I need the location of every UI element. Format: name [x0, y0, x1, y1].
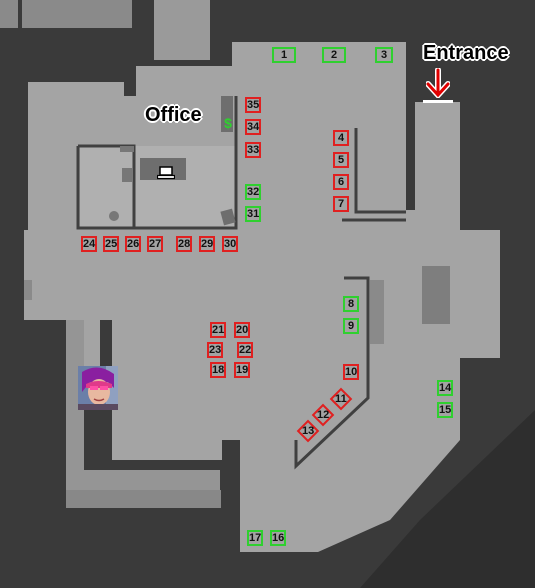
spot-number: 8: [347, 298, 355, 310]
spot-24[interactable]: 24: [81, 236, 97, 252]
spot-16[interactable]: 16: [270, 530, 286, 546]
character-portrait-icon[interactable]: [78, 366, 118, 410]
red-down-arrow-icon: [426, 68, 450, 98]
spot-26[interactable]: 26: [125, 236, 141, 252]
spot-25[interactable]: 25: [103, 236, 119, 252]
spot-number: 2: [330, 49, 338, 61]
spot-number: 29: [201, 238, 214, 250]
entrance-label: Entrance: [423, 42, 509, 64]
dollar-sign-icon[interactable]: $: [224, 115, 232, 131]
spot-8[interactable]: 8: [343, 296, 359, 312]
spot-number: 3: [380, 49, 388, 61]
spot-33[interactable]: 33: [245, 142, 261, 158]
spot-number: 22: [239, 344, 252, 356]
spot-number: 15: [439, 404, 452, 416]
spot-number: 16: [272, 532, 285, 544]
spot-number: 35: [247, 99, 260, 111]
spot-number: 12: [316, 409, 330, 422]
spot-35[interactable]: 35: [245, 97, 261, 113]
spot-number: 20: [236, 324, 249, 336]
spot-number: 14: [439, 382, 452, 394]
spot-2[interactable]: 2: [322, 47, 346, 63]
spot-number: 1: [280, 49, 288, 61]
spot-18[interactable]: 18: [210, 362, 226, 378]
spot-32[interactable]: 32: [245, 184, 261, 200]
spot-4[interactable]: 4: [333, 130, 349, 146]
spot-9[interactable]: 9: [343, 318, 359, 334]
spot-number: 28: [178, 238, 191, 250]
spot-10[interactable]: 10: [343, 364, 359, 380]
spot-5[interactable]: 5: [333, 152, 349, 168]
spot-number: 34: [247, 121, 260, 133]
spot-29[interactable]: 29: [199, 236, 215, 252]
spot-number: 33: [247, 144, 260, 156]
spot-number: 7: [337, 198, 345, 210]
spot-28[interactable]: 28: [176, 236, 192, 252]
spot-27[interactable]: 27: [147, 236, 163, 252]
spot-number: 23: [209, 344, 222, 356]
spot-31[interactable]: 31: [245, 206, 261, 222]
spot-number: 5: [337, 154, 345, 166]
spot-number: 9: [347, 320, 355, 332]
spot-number: 10: [345, 366, 358, 378]
spot-number: 24: [83, 238, 96, 250]
laptop-icon[interactable]: [157, 166, 175, 180]
spot-1[interactable]: 1: [272, 47, 296, 63]
spot-14[interactable]: 14: [437, 380, 453, 396]
spot-17[interactable]: 17: [247, 530, 263, 546]
spot-number: 4: [337, 132, 345, 144]
spot-number: 30: [224, 238, 237, 250]
spot-number: 31: [247, 208, 260, 220]
office-label: Office: [145, 104, 202, 126]
spot-19[interactable]: 19: [234, 362, 250, 378]
spot-21[interactable]: 21: [210, 322, 226, 338]
spot-34[interactable]: 34: [245, 119, 261, 135]
spot-number: 25: [105, 238, 118, 250]
spot-30[interactable]: 30: [222, 236, 238, 252]
spot-22[interactable]: 22: [237, 342, 253, 358]
spot-3[interactable]: 3: [375, 47, 393, 63]
spot-15[interactable]: 15: [437, 402, 453, 418]
spot-number: 18: [212, 364, 225, 376]
spot-number: 11: [335, 392, 347, 405]
spot-number: 32: [247, 186, 260, 198]
spot-number: 13: [301, 425, 315, 438]
spot-number: 27: [149, 238, 162, 250]
spot-20[interactable]: 20: [234, 322, 250, 338]
spot-23[interactable]: 23: [207, 342, 223, 358]
spot-7[interactable]: 7: [333, 196, 349, 212]
spot-number: 26: [127, 238, 140, 250]
spot-6[interactable]: 6: [333, 174, 349, 190]
spot-number: 6: [337, 176, 345, 188]
spot-number: 19: [236, 364, 249, 376]
spot-number: 17: [249, 532, 262, 544]
spot-number: 21: [212, 324, 225, 336]
